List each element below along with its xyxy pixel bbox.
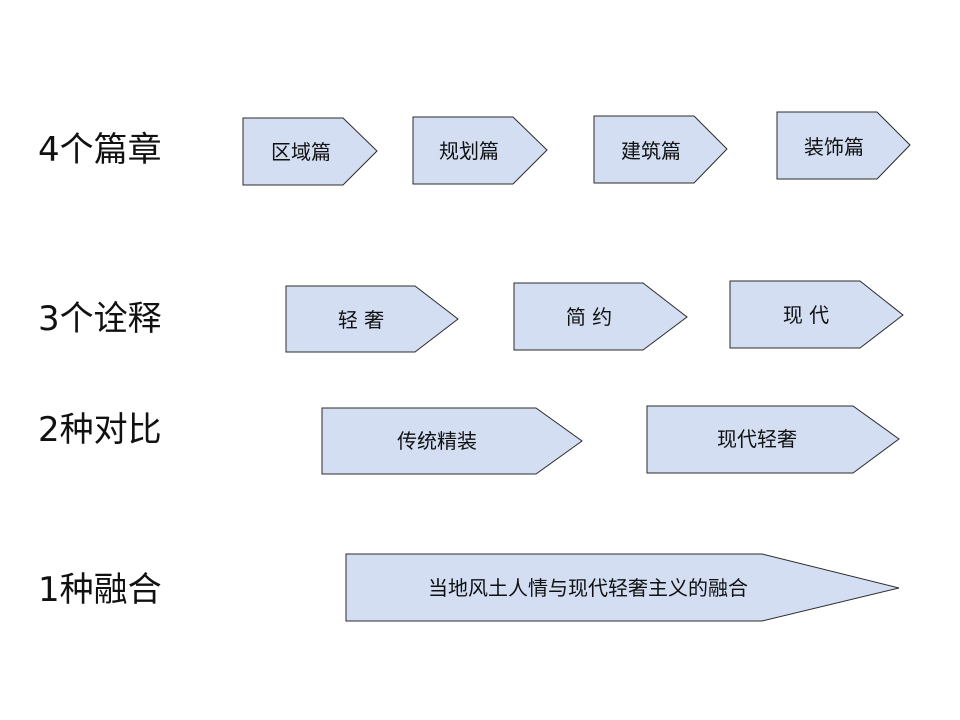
box-label: 规划篇 <box>439 139 499 163</box>
pentagon-box-light-luxury: 轻 奢 <box>285 285 459 353</box>
pentagon-box-decoration: 装饰篇 <box>776 111 911 180</box>
box-label: 现代轻奢 <box>717 427 797 451</box>
pentagon-box-simple: 简 约 <box>513 282 688 351</box>
row-label-1-fusion: 1种融合 <box>38 570 162 610</box>
box-label: 装饰篇 <box>804 135 864 159</box>
box-label: 建筑篇 <box>621 139 681 163</box>
pentagon-box-traditional-finish: 传统精装 <box>321 407 583 475</box>
pentagon-box-fusion: 当地风土人情与现代轻奢主义的融合 <box>345 553 900 622</box>
pentagon-box-modern-light-luxury: 现代轻奢 <box>646 405 900 474</box>
box-label: 区域篇 <box>271 140 331 164</box>
box-label: 当地风土人情与现代轻奢主义的融合 <box>428 576 748 600</box>
box-label: 简 约 <box>566 305 612 329</box>
row-label-2-contrasts: 2种对比 <box>38 410 162 450</box>
pentagon-box-planning: 规划篇 <box>412 116 548 185</box>
pentagon-box-modern: 现 代 <box>729 280 904 349</box>
box-label: 轻 奢 <box>338 308 384 332</box>
pentagon-box-region: 区域篇 <box>242 117 378 186</box>
box-label: 现 代 <box>783 303 829 327</box>
row-label-3-interpretations: 3个诠释 <box>38 299 162 339</box>
row-label-4-chapters: 4个篇章 <box>38 130 162 170</box>
pentagon-box-architecture: 建筑篇 <box>593 115 728 184</box>
box-label: 传统精装 <box>397 429 477 453</box>
